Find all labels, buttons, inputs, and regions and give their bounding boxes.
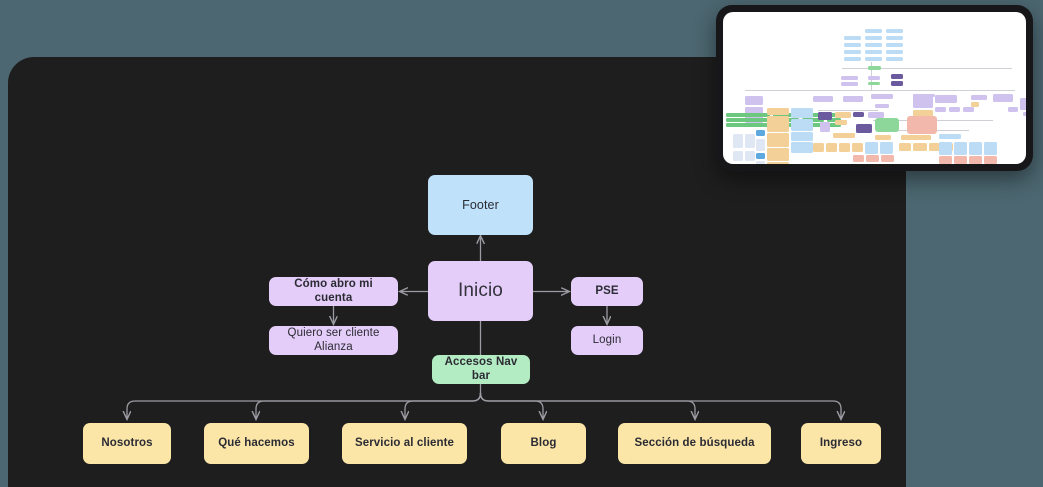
node-quiero-ser-cliente-alianza[interactable]: Quiero ser cliente Alianza — [269, 326, 398, 355]
node-que-hacemos[interactable]: Qué hacemos — [204, 423, 309, 464]
minimap-surface[interactable] — [723, 12, 1026, 164]
node-seccion-de-busqueda[interactable]: Sección de búsqueda — [618, 423, 771, 464]
node-servicio-al-cliente[interactable]: Servicio al cliente — [342, 423, 467, 464]
node-como-abro-mi-cuenta[interactable]: Cómo abro mi cuenta — [269, 277, 398, 306]
node-inicio[interactable]: Inicio — [428, 261, 533, 321]
node-pse[interactable]: PSE — [571, 277, 643, 306]
node-accesos-nav-bar[interactable]: Accesos Nav bar — [432, 355, 530, 384]
minimap-card[interactable] — [716, 5, 1033, 171]
node-footer[interactable]: Footer — [428, 175, 533, 235]
node-blog[interactable]: Blog — [501, 423, 586, 464]
node-ingreso[interactable]: Ingreso — [801, 423, 881, 464]
node-nosotros[interactable]: Nosotros — [83, 423, 171, 464]
node-login[interactable]: Login — [571, 326, 643, 355]
